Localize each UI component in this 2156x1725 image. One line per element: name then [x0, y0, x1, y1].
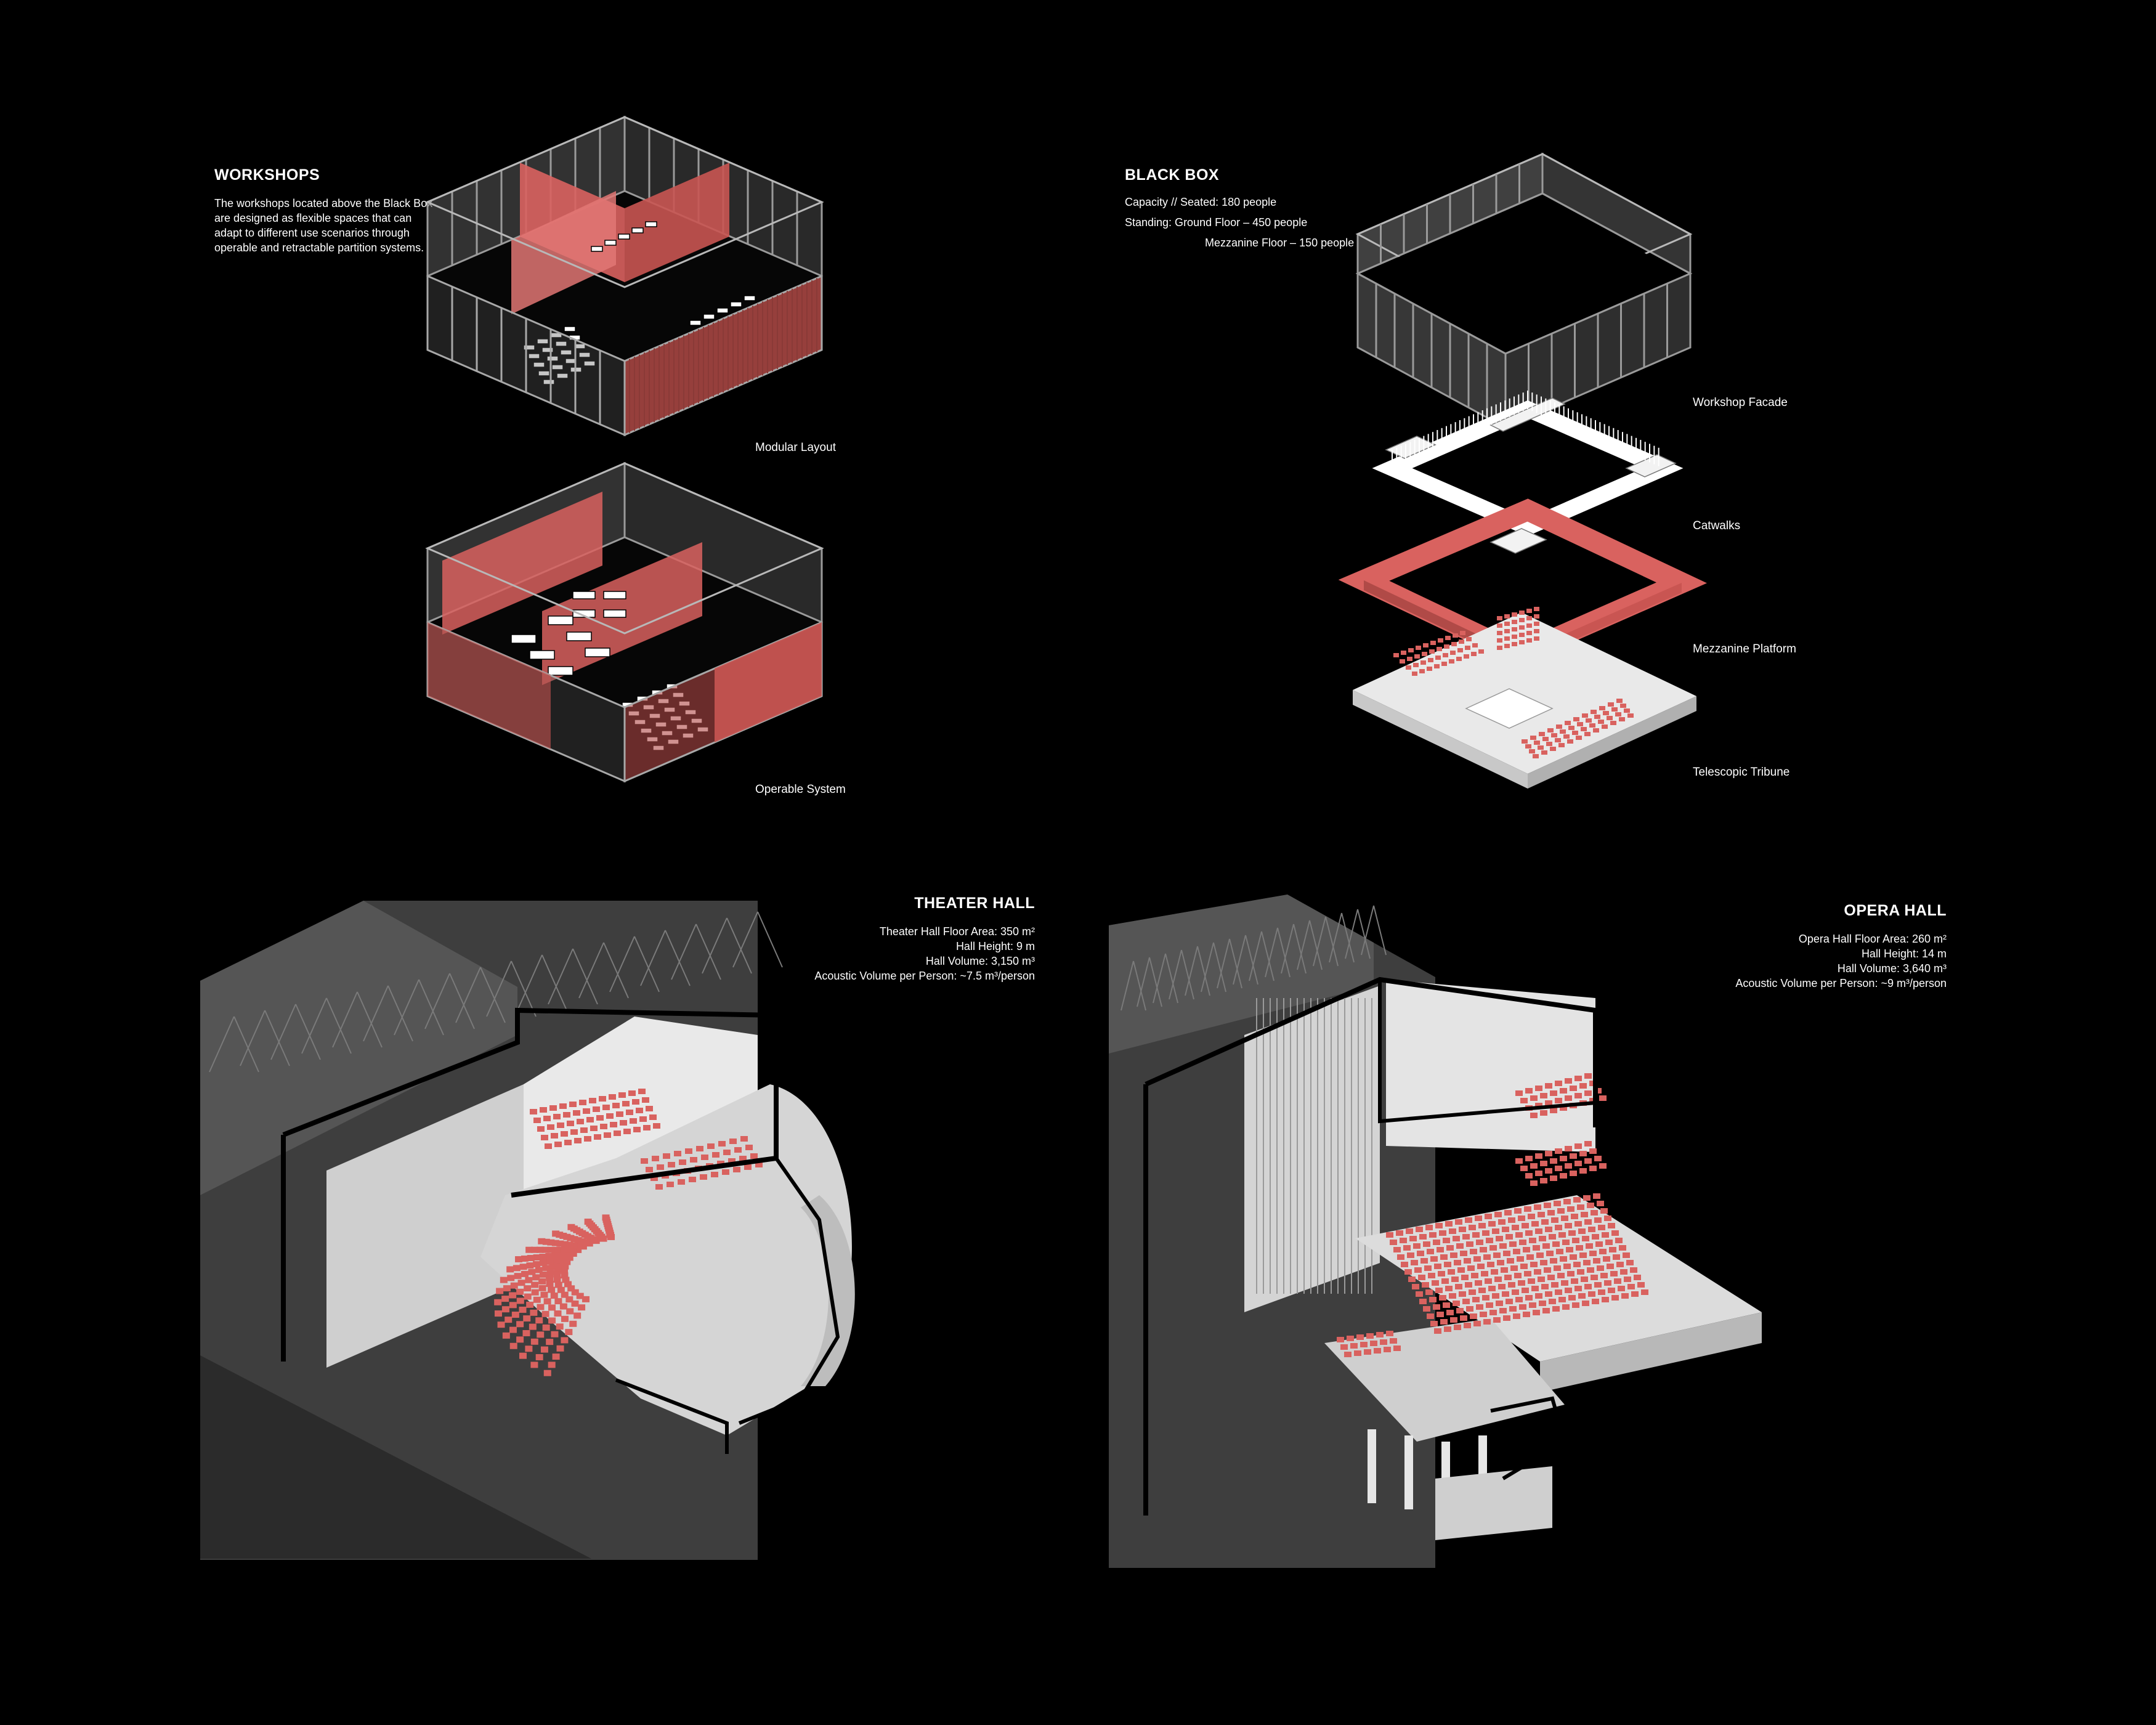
theater-hall-section: [200, 901, 855, 1560]
blackbox-title: BLACK BOX: [1125, 166, 1220, 184]
workshops-description-line: The workshops located above the Black Bo…: [214, 197, 433, 209]
label-catwalks: Catwalks: [1693, 519, 1741, 532]
theater-stat-line: Hall Volume: 3,150 m³: [925, 955, 1035, 967]
workshops-description-line: are designed as flexible spaces that can: [214, 212, 412, 224]
opera-stats: Opera Hall Floor Area: 260 m² Hall Heigh…: [1735, 932, 1947, 991]
workshops-description: The workshops located above the Black Bo…: [214, 196, 432, 255]
blackbox-exploded-axonometric: [1338, 152, 1708, 789]
blackbox-capacity-line: Standing: Ground Floor – 450 people: [1125, 216, 1308, 229]
label-telescopic-tribune: Telescopic Tribune: [1693, 766, 1790, 779]
theater-stat-line: Acoustic Volume per Person: ~7.5 m³/pers…: [814, 970, 1035, 982]
label-mezzanine-platform: Mezzanine Platform: [1693, 643, 1796, 656]
opera-hall-section: [1109, 895, 1762, 1568]
opera-title: OPERA HALL: [1844, 902, 1947, 919]
theater-stat-line: Theater Hall Floor Area: 350 m²: [879, 925, 1035, 938]
label-operable-system: Operable System: [755, 783, 846, 796]
label-workshop-facade: Workshop Facade: [1693, 396, 1788, 409]
workshops-description-line: operable and retractable partition syste…: [214, 242, 424, 254]
opera-stat-line: Hall Volume: 3,640 m³: [1837, 962, 1947, 975]
theater-title: THEATER HALL: [914, 895, 1035, 912]
workshops-title: WORKSHOPS: [214, 166, 320, 184]
label-modular-layout: Modular Layout: [755, 441, 836, 454]
blackbox-capacity-line: Mezzanine Floor – 150 people: [1205, 237, 1355, 249]
opera-stat-line: Acoustic Volume per Person: ~9 m³/person: [1735, 977, 1947, 989]
opera-stat-line: Hall Height: 14 m: [1861, 948, 1947, 960]
blackbox-capacity-line: Capacity // Seated: 180 people: [1125, 196, 1277, 208]
theater-stats: Theater Hall Floor Area: 350 m² Hall Hei…: [814, 924, 1035, 983]
workshops-description-line: adapt to different use scenarios through: [214, 227, 410, 239]
opera-stat-line: Opera Hall Floor Area: 260 m²: [1798, 933, 1947, 945]
theater-stat-line: Hall Height: 9 m: [955, 940, 1035, 952]
